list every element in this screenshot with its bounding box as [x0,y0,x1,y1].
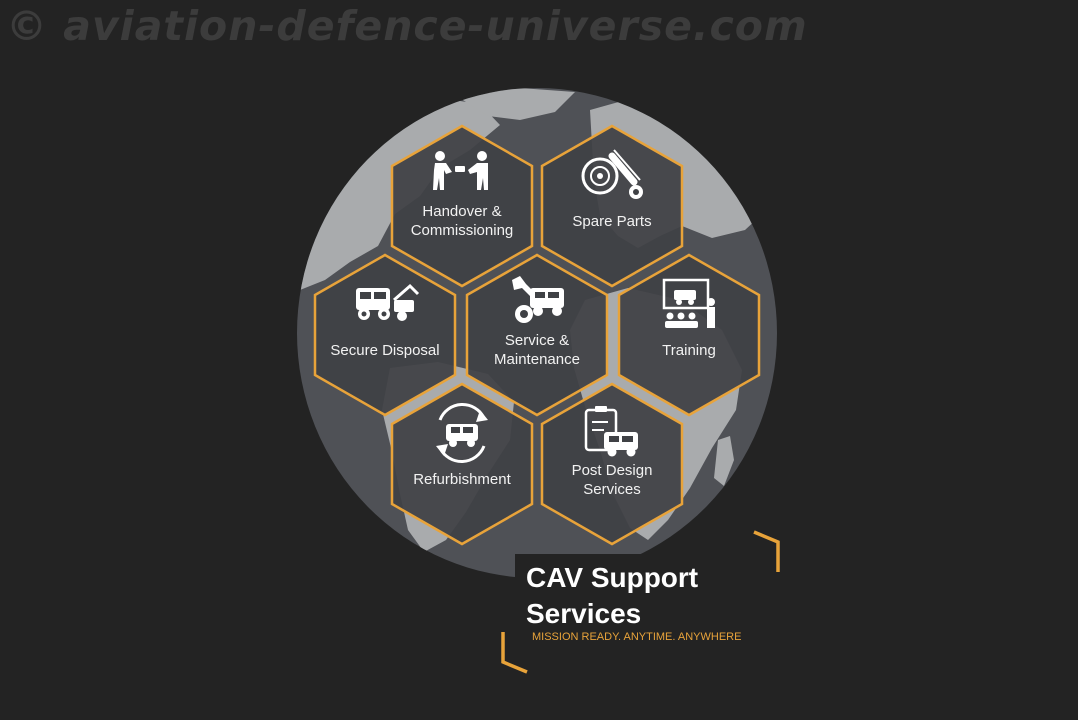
title-line-2: Services [526,598,642,629]
hex-handover[interactable]: Handover & Commissioning [390,124,534,288]
hex-label-service-maintenance-line-2: Maintenance [494,351,580,368]
wheel-shock-gear-icon [581,149,643,199]
hex-post-design[interactable]: Post Design Services [540,382,684,546]
hex-label-post-design-line-1: Post Design [572,462,653,479]
corner-bracket-top-right [753,530,780,572]
tagline: MISSION READY. ANYTIME. ANYWHERE [532,631,742,643]
landmass-arctic [455,88,575,120]
hex-service-maintenance[interactable]: Service & Maintenance [465,253,609,417]
hex-label-refurbishment: Refurbishment [413,471,511,488]
hex-label-post-design-line-2: Services [583,481,641,498]
title-line-1: CAV Support [526,562,699,593]
hex-label-training: Training [662,342,716,359]
hex-label-secure-disposal: Secure Disposal [330,342,439,359]
handover-people-icon [433,151,488,190]
hex-spare-parts[interactable]: Spare Parts [540,124,684,288]
watermark: © aviation-defence-universe.com [6,2,808,50]
hex-label-spare-parts: Spare Parts [572,213,651,230]
landmass-madagascar [714,436,734,486]
hex-label-handover-line-1: Handover & [422,203,501,220]
title-panel [515,554,747,648]
hex-training[interactable]: Training [617,253,761,417]
page-title: CAV Support Services [526,560,698,632]
vehicle-crane-icon [356,283,420,321]
wrench-gear-vehicle-icon [512,276,564,323]
classroom-board-icon [662,278,715,328]
hex-label-handover-line-2: Commissioning [411,222,514,239]
hex-label-service-maintenance-line-1: Service & [505,332,569,349]
service-hexagons: Handover & Commissioning Spare Parts [313,124,761,546]
hex-secure-disposal[interactable]: Secure Disposal [313,253,457,417]
hex-refurbishment[interactable]: Refurbishment [390,382,534,546]
cycle-vehicle-icon [436,403,488,463]
clipboard-vehicle-icon [584,406,638,457]
